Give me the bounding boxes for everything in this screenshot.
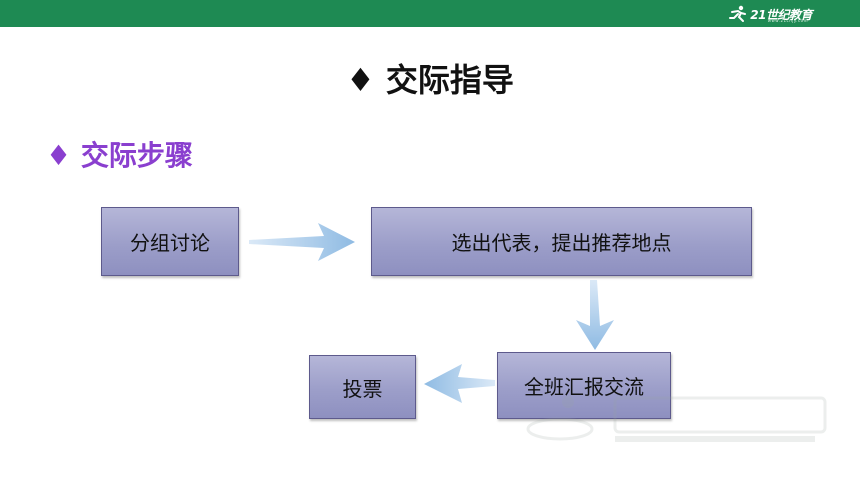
brand-logo: 21世纪教育 <box>728 4 812 24</box>
arrow-down <box>576 280 614 350</box>
step-box-class-report: 全班汇报交流 <box>497 352 671 419</box>
arrow-left <box>424 364 495 403</box>
runner-icon <box>729 5 747 22</box>
section-subtitle: ♦ 交际步骤 <box>46 139 193 172</box>
step-box-select-representative: 选出代表，提出推荐地点 <box>371 207 752 276</box>
step-label: 投票 <box>342 376 383 401</box>
step-box-discuss: 分组讨论 <box>101 207 239 276</box>
arrow-right <box>249 223 355 261</box>
step-box-vote: 投票 <box>309 355 416 419</box>
page-title: ♦ 交际指导 <box>346 61 514 99</box>
step-label: 选出代表，提出推荐地点 <box>451 231 672 255</box>
logo-url: www.21cnjy.com <box>767 18 808 23</box>
logo-text: 21世纪教育 <box>750 7 812 22</box>
step-label: 全班汇报交流 <box>524 375 644 399</box>
header-bar <box>0 0 860 27</box>
step-label: 分组讨论 <box>130 231 210 255</box>
watermark-logo <box>526 396 827 442</box>
